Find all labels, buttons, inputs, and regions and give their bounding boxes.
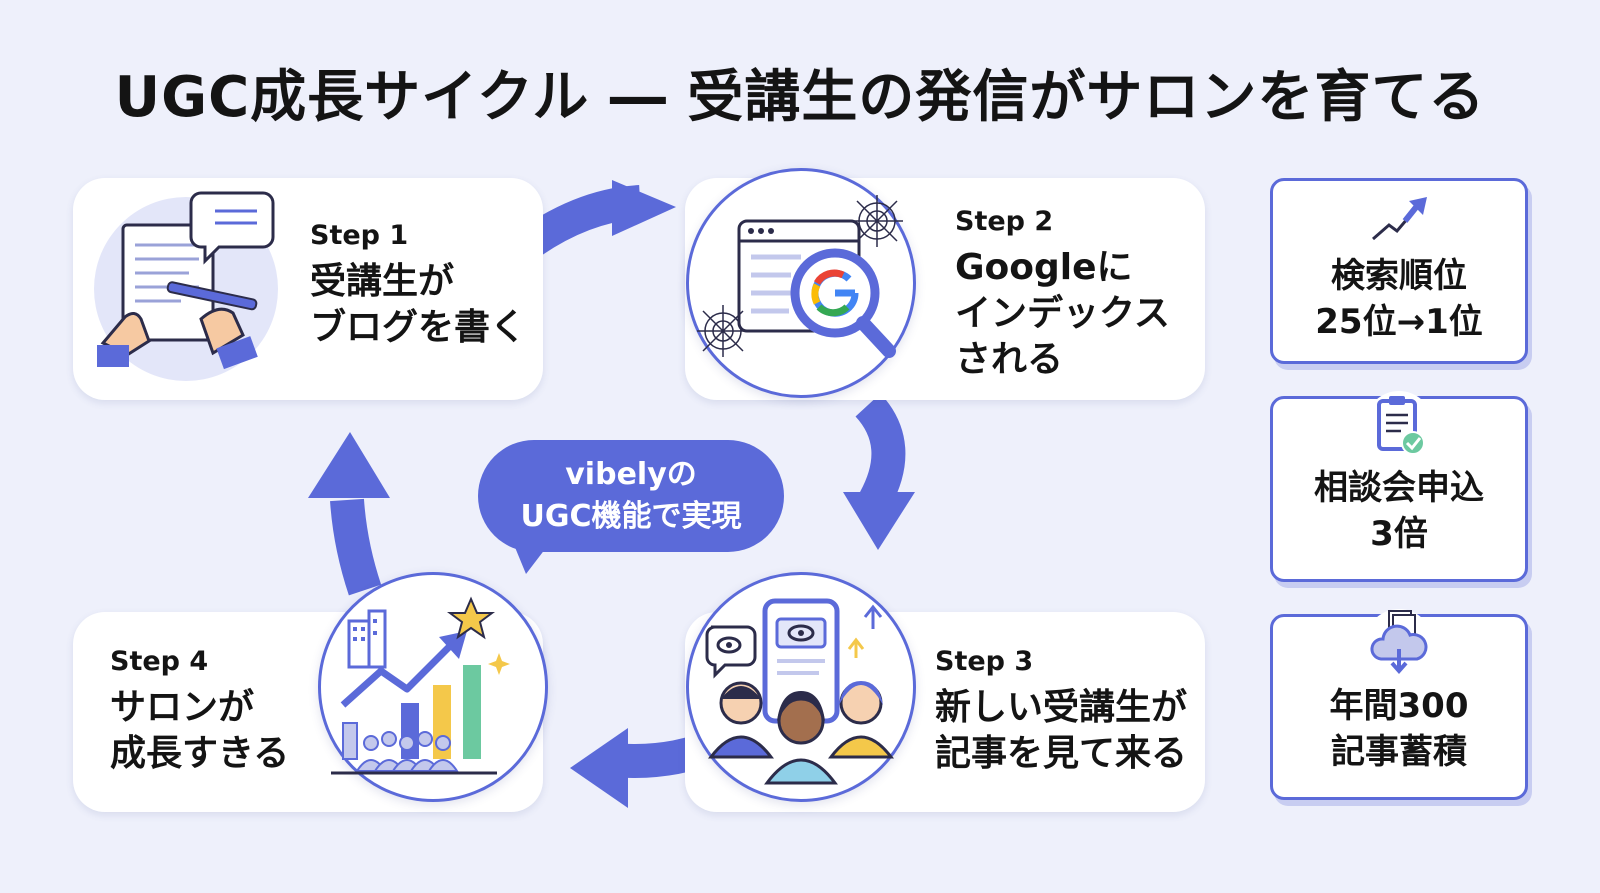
step3-text: Step 3 新しい受講生が 記事を見て来る bbox=[935, 646, 1187, 777]
stat1-line2: 25位→1位 bbox=[1315, 302, 1483, 342]
step3-label: Step 3 bbox=[935, 646, 1034, 677]
stat2-text: 相談会申込 3倍 bbox=[1273, 465, 1525, 557]
step2-title-line3: される bbox=[955, 339, 1064, 380]
step3-icon-circle bbox=[686, 572, 916, 802]
bubble-tail bbox=[512, 540, 552, 574]
step3-title-line1: 新しい受講生が bbox=[935, 687, 1188, 728]
stat-card-search-rank: 検索順位 25位→1位 bbox=[1270, 178, 1528, 364]
arrowhead-step2 bbox=[612, 180, 676, 236]
writing-blog-icon bbox=[94, 191, 278, 381]
arrowhead-step1 bbox=[308, 432, 390, 498]
stat-card-consultations: 相談会申込 3倍 bbox=[1270, 391, 1528, 582]
step4-text: Step 4 サロンが 成長すきる bbox=[110, 646, 289, 777]
step1-text: Step 1 受講生が ブログを書く bbox=[310, 220, 526, 351]
arrowhead-step3 bbox=[843, 492, 915, 550]
center-speech-bubble: vibelyの UGC機能で実現 bbox=[478, 440, 784, 552]
arrow-step4-to-step1 bbox=[330, 498, 382, 596]
stat1-line1: 検索順位 bbox=[1331, 256, 1467, 296]
step4-title-line1: サロンが bbox=[110, 687, 255, 728]
bubble-line2: UGC機能で実現 bbox=[520, 499, 742, 534]
step4-icon-circle bbox=[318, 572, 548, 802]
step2-title-line1: Googleに bbox=[955, 247, 1133, 288]
arrowhead-step4 bbox=[570, 728, 628, 808]
stat3-text: 年間300 記事蓄積 bbox=[1273, 683, 1525, 775]
stat2-line2: 3倍 bbox=[1370, 514, 1428, 554]
step2-title-line2: インデックス bbox=[955, 293, 1170, 334]
stat2-icon-wrap bbox=[1365, 391, 1433, 459]
google-search-index-icon bbox=[697, 195, 903, 358]
clipboard-check-icon bbox=[1377, 396, 1425, 455]
stat3-line1: 年間300 bbox=[1329, 686, 1469, 726]
step1-label: Step 1 bbox=[310, 220, 409, 251]
page-title: UGC成長サイクル ― 受講生の発信がサロンを育てる bbox=[114, 65, 1486, 130]
stat2-line1: 相談会申込 bbox=[1314, 468, 1484, 508]
trend-up-arrow-icon bbox=[1372, 197, 1427, 241]
stat1-icon-wrap bbox=[1365, 187, 1433, 255]
bubble-line1: vibelyの bbox=[565, 457, 697, 492]
step2-label: Step 2 bbox=[955, 206, 1054, 237]
stat3-line2: 記事蓄積 bbox=[1331, 732, 1467, 772]
step4-title-line2: 成長すきる bbox=[110, 733, 290, 774]
cloud-documents-icon bbox=[1370, 610, 1428, 675]
step1-title-line1: 受講生が bbox=[310, 261, 455, 302]
growth-chart-icon bbox=[331, 596, 510, 775]
new-students-reading-icon bbox=[705, 598, 895, 785]
step1-icon-badge bbox=[83, 183, 289, 389]
stat-card-articles: 年間300 記事蓄積 bbox=[1270, 609, 1528, 800]
step2-text: Step 2 Googleに インデックス される bbox=[955, 206, 1170, 383]
step3-title-line2: 記事を見て来る bbox=[935, 733, 1188, 774]
step2-icon-circle bbox=[686, 168, 916, 398]
stat3-icon-wrap bbox=[1365, 609, 1433, 677]
stat1-text: 検索順位 25位→1位 bbox=[1273, 253, 1525, 345]
arrow-step2-to-step3 bbox=[855, 393, 906, 509]
step1-title-line2: ブログを書く bbox=[310, 307, 527, 348]
step4-label: Step 4 bbox=[110, 646, 209, 677]
